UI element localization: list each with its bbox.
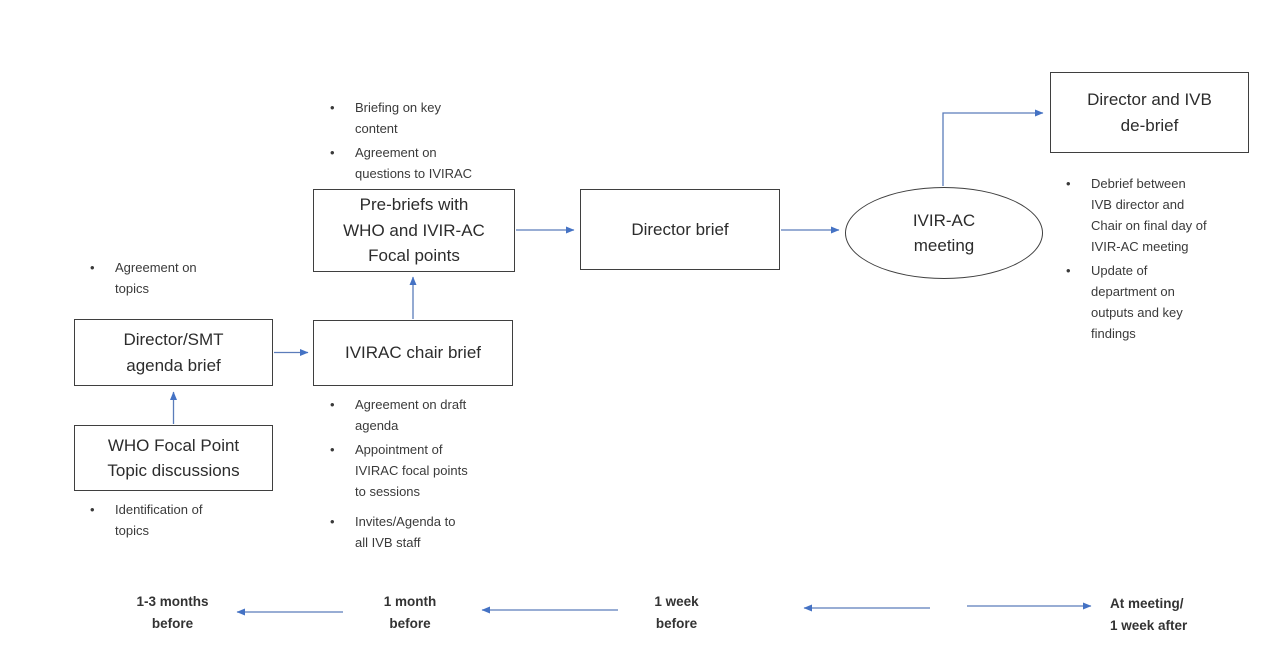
node-pre-briefs: Pre-briefs with WHO and IVIR-AC Focal po… bbox=[313, 189, 515, 272]
note-item: Agreement on questions to IVIRAC bbox=[328, 142, 508, 184]
node-label: IVIR-AC meeting bbox=[912, 210, 976, 256]
node-label: WHO Focal Point Topic discussions bbox=[107, 435, 240, 481]
node-label: Director/SMT agenda brief bbox=[123, 330, 224, 375]
notes-below-who-focal: Identification of topics bbox=[88, 499, 258, 544]
node-label: IVIRAC chair brief bbox=[344, 343, 482, 363]
node-director-ivb-debrief: Director and IVB de-brief bbox=[1050, 72, 1249, 153]
node-ivir-ac-meeting: IVIR-AC meeting bbox=[845, 187, 1043, 279]
node-who-focal-point-topic-discussions: WHO Focal Point Topic discussions bbox=[74, 425, 273, 491]
node-director-smt-agenda-brief: Director/SMT agenda brief bbox=[74, 319, 273, 386]
node-label: Director brief bbox=[631, 219, 729, 239]
note-item: Identification of topics bbox=[88, 499, 258, 541]
node-ivirac-chair-brief: IVIRAC chair brief bbox=[313, 320, 513, 386]
node-label: Director and IVB de-brief bbox=[1087, 90, 1212, 135]
node-director-brief: Director brief bbox=[580, 189, 780, 270]
notes-below-debrief: Debrief between IVB director and Chair o… bbox=[1064, 173, 1254, 347]
timeline-label-1-month-before: 1 month before bbox=[383, 594, 437, 631]
notes-below-ivirac-chair: Agreement on draft agenda Appointment of… bbox=[328, 394, 508, 556]
notes-above-pre-briefs: Briefing on key content Agreement on que… bbox=[328, 97, 508, 187]
timeline-label-1-3-months-before: 1-3 months before bbox=[136, 594, 209, 631]
note-item: Appointment of IVIRAC focal points to se… bbox=[328, 439, 508, 502]
note-item: Agreement on draft agenda bbox=[328, 394, 508, 436]
timeline-label-1-week-before: 1 week before bbox=[654, 594, 699, 631]
note-item: Agreement on topics bbox=[88, 257, 258, 299]
notes-above-director-smt: Agreement on topics bbox=[88, 257, 258, 302]
note-item: Invites/Agenda to all IVB staff bbox=[328, 511, 508, 553]
node-label: Pre-briefs with WHO and IVIR-AC Focal po… bbox=[343, 194, 485, 266]
arrow-meeting-to-debrief bbox=[942, 109, 1044, 186]
note-item: Update of department on outputs and key … bbox=[1064, 260, 1254, 344]
timeline-label-at-meeting: At meeting/ 1 week after bbox=[1110, 596, 1188, 633]
note-item: Debrief between IVB director and Chair o… bbox=[1064, 173, 1254, 257]
note-item: Briefing on key content bbox=[328, 97, 508, 139]
